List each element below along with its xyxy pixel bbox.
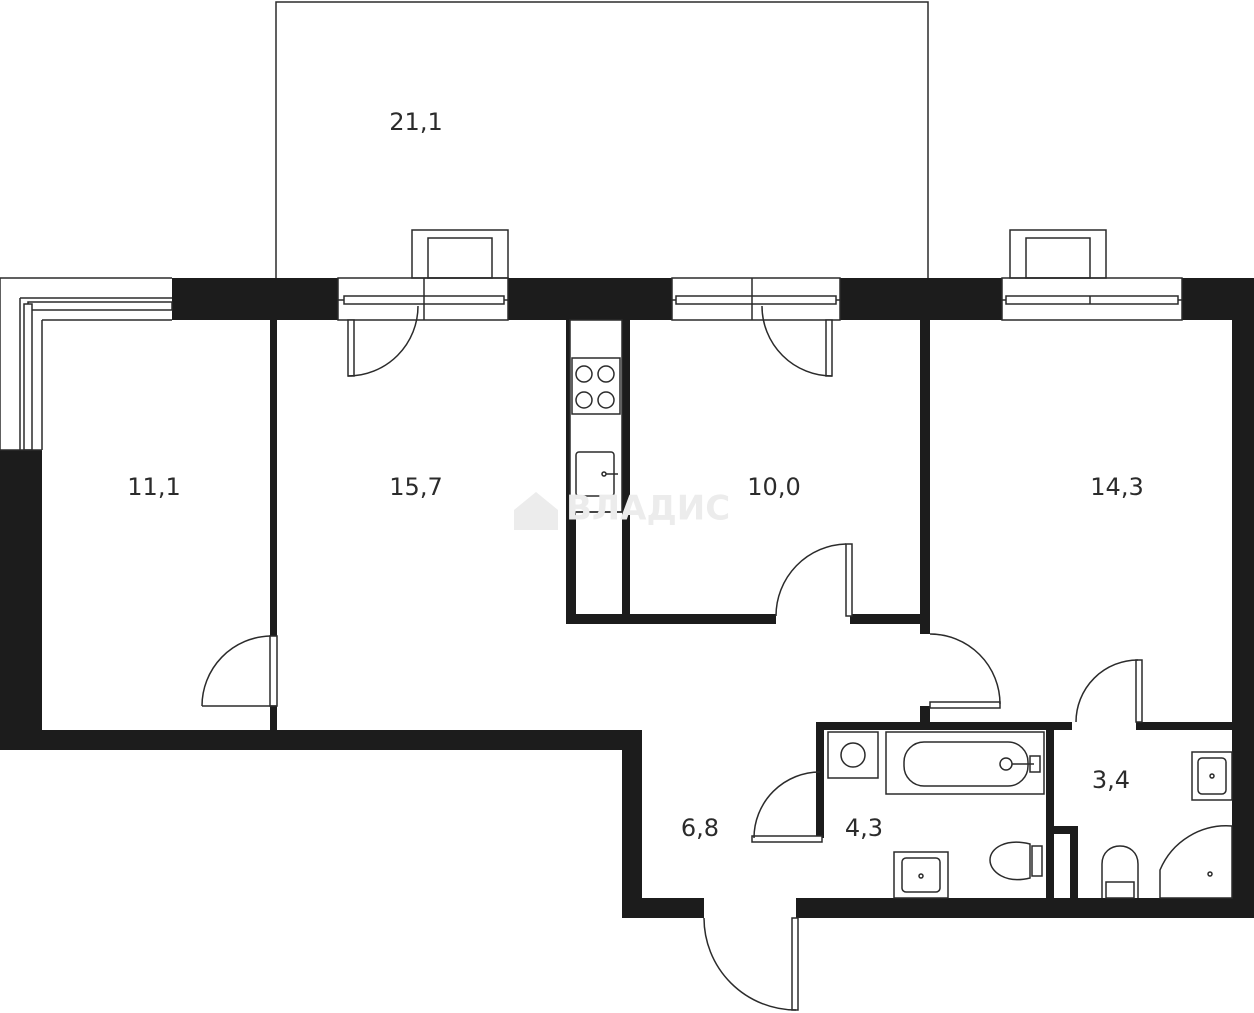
stove-icon [571, 357, 621, 415]
balcony-outline [275, 1, 929, 278]
kitchen-unit [569, 319, 623, 513]
wall-top-3 [840, 278, 1002, 320]
area-label-hall: 6,8 [681, 814, 719, 842]
interior-walls [270, 320, 1232, 898]
walls [0, 278, 1254, 918]
bathtub-icon [885, 731, 1045, 795]
wall-right [1232, 278, 1254, 918]
wall-bottom-1 [622, 898, 704, 918]
watermark-text: ВЛАДИС [566, 489, 730, 529]
area-label-bedroom-left: 11,1 [127, 473, 180, 501]
bathroom-fixtures [827, 731, 1045, 899]
area-labels: 21,1 11,1 15,7 10,0 14,3 6,8 4,3 3,4 [127, 108, 1143, 842]
area-label-bathroom: 4,3 [845, 814, 883, 842]
wall-bottom-2 [796, 898, 1254, 918]
bathroom-sink-icon [893, 851, 949, 899]
washing-machine-icon [827, 731, 879, 779]
shower-icon [1159, 825, 1233, 899]
wall-bottom-left [0, 730, 642, 750]
windows [0, 277, 1183, 451]
toilet-icon [1101, 845, 1139, 898]
watermark: ВЛАДИС [514, 489, 730, 530]
wall-left [0, 450, 42, 750]
toilet-fixtures [1101, 751, 1233, 899]
wall-top-2 [508, 278, 672, 320]
area-label-toilet: 3,4 [1092, 766, 1130, 794]
doors [201, 305, 1143, 1011]
wall-hall-left [622, 730, 642, 918]
toilet-sink-icon [1191, 751, 1233, 801]
bathroom-toilet-icon [989, 841, 1031, 881]
area-label-living-kitchen: 15,7 [389, 473, 442, 501]
wall-top-1 [172, 278, 338, 320]
balcony-frames [411, 229, 1107, 279]
area-label-bedroom-right: 14,3 [1090, 473, 1143, 501]
house-logo-icon [514, 492, 558, 530]
area-label-balcony: 21,1 [389, 108, 442, 136]
area-label-bedroom-center: 10,0 [747, 473, 800, 501]
